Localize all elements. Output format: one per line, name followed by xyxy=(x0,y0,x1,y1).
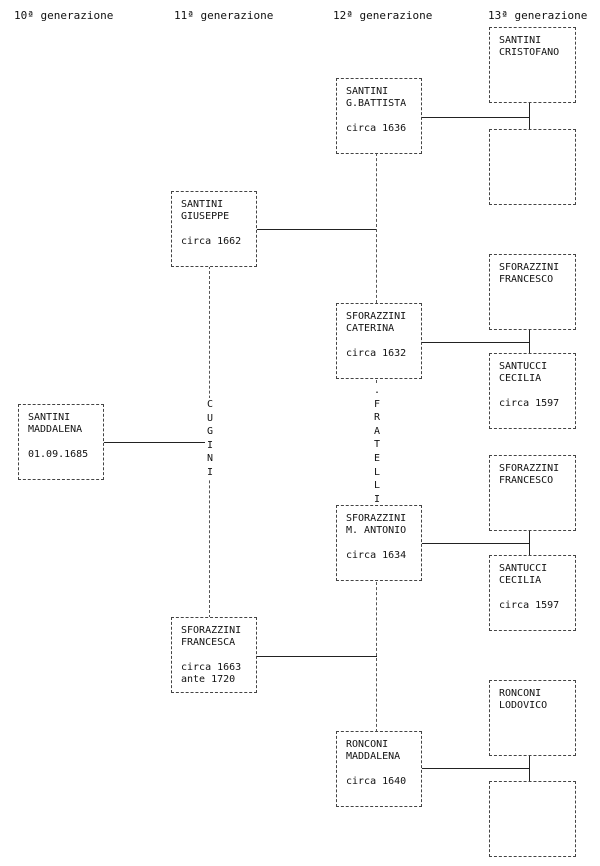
person-box-sforazzini-francesca[interactable]: SFORAZZINI FRANCESCA circa 1663 ante 172… xyxy=(171,617,257,693)
person-given-name: MADDALENA xyxy=(28,424,83,435)
connector-line xyxy=(422,768,530,769)
person-box-santini-cristofano[interactable]: SANTINI CRISTOFANO xyxy=(489,27,576,103)
relation-letter: G xyxy=(206,426,214,438)
person-surname: SFORAZZINI xyxy=(346,513,407,524)
person-given-name: CATERINA xyxy=(346,323,395,334)
person-surname: RONCONI xyxy=(499,688,542,699)
person-surname: SANTINI xyxy=(346,86,389,97)
relation-letter: E xyxy=(373,452,381,464)
person-surname: RONCONI xyxy=(346,739,389,750)
person-surname: SANTINI xyxy=(181,199,224,210)
relation-letter: I xyxy=(206,439,214,451)
person-surname: SANTUCCI xyxy=(499,361,548,372)
person-surname: SFORAZZINI xyxy=(181,625,242,636)
relation-label-fratelli: . F R A T E L L I xyxy=(372,384,382,507)
person-date: circa 1632 xyxy=(346,348,407,359)
person-box-unknown[interactable] xyxy=(489,781,576,857)
person-given-name: CECILIA xyxy=(499,575,542,586)
relation-letter: R xyxy=(373,412,381,424)
relation-label-cugini: C U G I N I xyxy=(205,398,215,480)
person-surname: SFORAZZINI xyxy=(499,463,560,474)
connector-line xyxy=(529,531,530,556)
relation-letter: F xyxy=(373,398,381,410)
connector-line xyxy=(376,153,377,303)
connector-line xyxy=(257,656,377,657)
person-date: circa 1662 xyxy=(181,236,242,247)
connector-line xyxy=(422,117,530,118)
connector-line xyxy=(257,229,377,230)
connector-line xyxy=(104,442,210,443)
person-surname: SANTUCCI xyxy=(499,563,548,574)
generation-header-12: 12ª generazione xyxy=(333,9,433,22)
person-box-santini-gbattista[interactable]: SANTINI G.BATTISTA circa 1636 xyxy=(336,78,422,154)
person-given-name: M. ANTONIO xyxy=(346,525,407,536)
person-given-name: GIUSEPPE xyxy=(181,211,230,222)
person-date: circa 1597 xyxy=(499,398,560,409)
person-box-ronconi-lodovico[interactable]: RONCONI LODOVICO xyxy=(489,680,576,756)
person-date: circa 1636 xyxy=(346,123,407,134)
person-given-name: LODOVICO xyxy=(499,700,548,711)
generation-header-10: 10ª generazione xyxy=(14,9,114,22)
relation-letter: T xyxy=(373,439,381,451)
relation-letter: A xyxy=(373,425,381,437)
connector-line xyxy=(529,330,530,354)
person-given-name: FRANCESCO xyxy=(499,475,554,486)
person-given-name: CECILIA xyxy=(499,373,542,384)
person-box-sforazzini-mantonio[interactable]: SFORAZZINI M. ANTONIO circa 1634 xyxy=(336,505,422,581)
connector-line xyxy=(376,582,377,732)
person-box-unknown[interactable] xyxy=(489,129,576,205)
person-box-sforazzini-francesco[interactable]: SFORAZZINI FRANCESCO xyxy=(489,254,576,330)
person-date: circa 1663 xyxy=(181,662,242,673)
relation-letter: L xyxy=(373,466,381,478)
connector-line xyxy=(422,342,530,343)
person-given-name: FRANCESCA xyxy=(181,637,236,648)
person-date: circa 1597 xyxy=(499,600,560,611)
relation-letter: L xyxy=(373,480,381,492)
person-date: circa 1640 xyxy=(346,776,407,787)
person-date: ante 1720 xyxy=(181,674,236,685)
connector-line xyxy=(422,543,530,544)
person-box-santucci-cecilia[interactable]: SANTUCCI CECILIA circa 1597 xyxy=(489,353,576,429)
person-surname: SANTINI xyxy=(28,412,71,423)
connector-line xyxy=(529,103,530,130)
person-date: 01.09.1685 xyxy=(28,449,89,460)
person-box-sforazzini-francesco[interactable]: SFORAZZINI FRANCESCO xyxy=(489,455,576,531)
relation-letter: I xyxy=(206,466,214,478)
person-given-name: G.BATTISTA xyxy=(346,98,407,109)
generation-header-13: 13ª generazione xyxy=(488,9,588,22)
relation-letter: U xyxy=(206,412,214,424)
person-surname: SFORAZZINI xyxy=(346,311,407,322)
person-box-ronconi-maddalena[interactable]: RONCONI MADDALENA circa 1640 xyxy=(336,731,422,807)
person-surname: SFORAZZINI xyxy=(499,262,560,273)
person-box-santucci-cecilia[interactable]: SANTUCCI CECILIA circa 1597 xyxy=(489,555,576,631)
relation-letter: I xyxy=(373,493,381,505)
person-given-name: FRANCESCO xyxy=(499,274,554,285)
person-box-santini-giuseppe[interactable]: SANTINI GIUSEPPE circa 1662 xyxy=(171,191,257,267)
relation-letter: N xyxy=(206,453,214,465)
person-box-santini-maddalena[interactable]: SANTINI MADDALENA 01.09.1685 xyxy=(18,404,104,480)
relation-letter: C xyxy=(206,399,214,410)
generation-header-11: 11ª generazione xyxy=(174,9,274,22)
person-surname: SANTINI xyxy=(499,35,542,46)
connector-line xyxy=(529,756,530,781)
relation-letter: . xyxy=(373,385,381,396)
person-given-name: MADDALENA xyxy=(346,751,401,762)
person-date: circa 1634 xyxy=(346,550,407,561)
person-box-sforazzini-caterina[interactable]: SFORAZZINI CATERINA circa 1632 xyxy=(336,303,422,379)
person-given-name: CRISTOFANO xyxy=(499,47,560,58)
